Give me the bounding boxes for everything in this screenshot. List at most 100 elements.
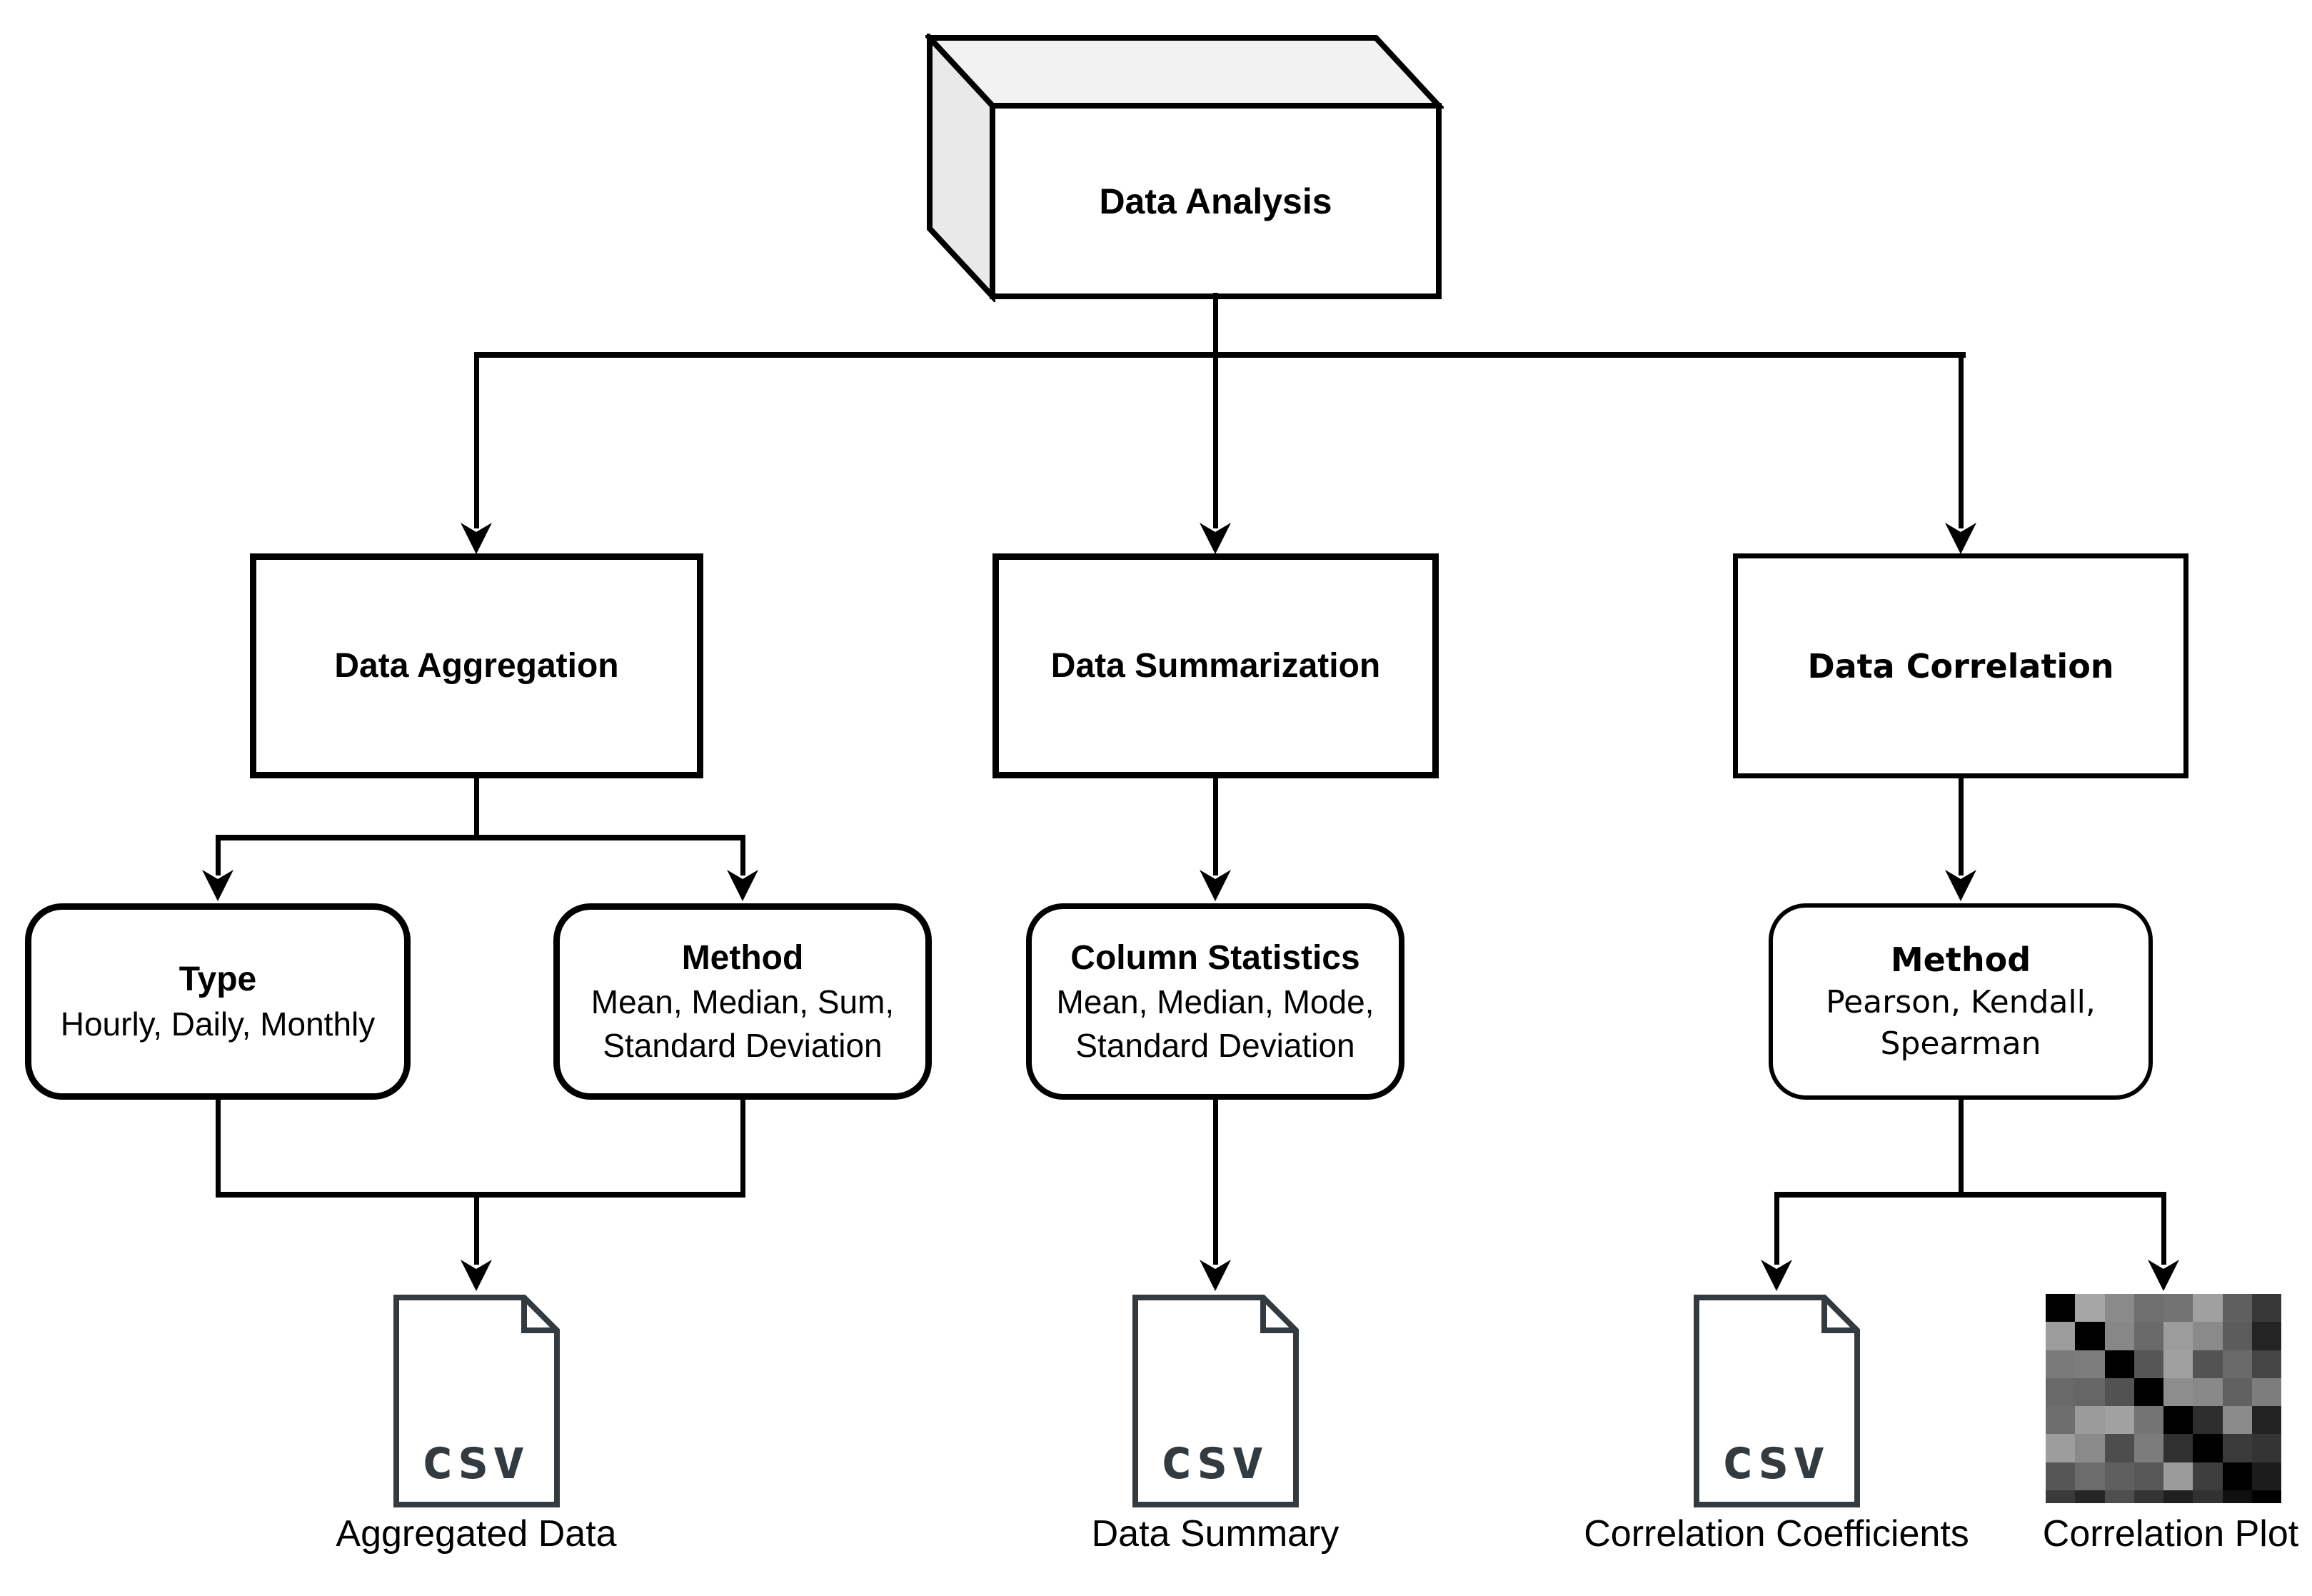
heatmap-cell — [2075, 1350, 2105, 1378]
node-data-aggregation: Data Aggregation — [250, 553, 703, 778]
heatmap-cell — [2251, 1377, 2281, 1407]
heatmap-cell — [2133, 1322, 2163, 1350]
heatmap-row — [2046, 1322, 2281, 1350]
connector-line — [216, 835, 221, 875]
heatmap-cell — [2251, 1350, 2281, 1378]
node-line: Spearman — [1880, 1025, 2041, 1062]
heatmap-cell — [2193, 1406, 2223, 1435]
heatmap-cell — [2133, 1490, 2163, 1503]
output-label-correlation-coefficients: Correlation Coefficients — [1584, 1513, 1969, 1555]
heatmap-row — [2046, 1294, 2281, 1323]
csv-icon-text: csv — [1721, 1427, 1828, 1492]
connector-line — [1959, 352, 1964, 528]
connector-line — [474, 1192, 479, 1265]
node-title: Column Statistics — [1070, 939, 1360, 978]
node-line: Pearson, Kendall, — [1826, 983, 2096, 1020]
heatmap-cell — [2193, 1322, 2223, 1350]
heatmap-cell — [2193, 1434, 2223, 1462]
node-line: Mean, Median, Sum, — [590, 983, 895, 1021]
heatmap-cell — [2046, 1490, 2076, 1503]
heatmap-cell — [2251, 1294, 2281, 1323]
heatmap-cell — [2075, 1322, 2105, 1350]
node-line: Standard Deviation — [1075, 1027, 1355, 1065]
heatmap-cell — [2193, 1377, 2223, 1407]
csv-icon-text: csv — [1160, 1427, 1267, 1492]
heatmap-cell — [2133, 1462, 2163, 1491]
arrowhead-icon — [461, 523, 492, 554]
heatmap-cell — [2104, 1377, 2134, 1407]
node-line: Standard Deviation — [603, 1027, 883, 1065]
node-aggregation-method: Method Mean, Median, Sum, Standard Devia… — [553, 903, 932, 1100]
heatmap-cell — [2075, 1434, 2105, 1462]
heatmap-cell — [2163, 1294, 2193, 1323]
heatmap-cell — [2046, 1322, 2076, 1350]
heatmap-row — [2046, 1462, 2281, 1491]
node-column-statistics: Column Statistics Mean, Median, Mode, St… — [1026, 903, 1404, 1100]
connector-line — [740, 835, 745, 875]
heatmap-cell — [2046, 1377, 2076, 1407]
heatmap-cell — [2075, 1406, 2105, 1435]
heatmap-cell — [2193, 1462, 2223, 1491]
heatmap-cell — [2163, 1377, 2193, 1407]
heatmap-row — [2046, 1377, 2281, 1407]
output-label-correlation-plot: Correlation Plot — [2042, 1513, 2299, 1555]
heatmap-cell — [2251, 1490, 2281, 1503]
csv-file-icon: csv — [1694, 1295, 1860, 1507]
arrowhead-icon — [1200, 870, 1231, 901]
root-box-top-face — [925, 35, 1444, 109]
connector-line — [1774, 1192, 2166, 1198]
heatmap-cell — [2104, 1322, 2134, 1350]
arrowhead-icon — [1945, 523, 1976, 554]
heatmap-cell — [2075, 1294, 2105, 1323]
heatmap-cell — [2222, 1490, 2252, 1503]
heatmap-cell — [2163, 1406, 2193, 1435]
heatmap-cell — [2104, 1434, 2134, 1462]
connector-line — [1959, 776, 1964, 875]
heatmap-row — [2046, 1406, 2281, 1435]
arrowhead-icon — [2148, 1260, 2179, 1291]
heatmap-cell — [2075, 1490, 2105, 1503]
connector-line — [216, 1192, 745, 1198]
heatmap-cell — [2133, 1434, 2163, 1462]
arrowhead-icon — [1945, 870, 1976, 901]
root-node-label: Data Analysis — [1099, 181, 1332, 221]
heatmap-cell — [2075, 1462, 2105, 1491]
arrowhead-icon — [1200, 1260, 1231, 1291]
connector-line — [740, 1098, 745, 1198]
heatmap-cell — [2163, 1350, 2193, 1378]
heatmap-cell — [2193, 1350, 2223, 1378]
arrowhead-icon — [1200, 523, 1231, 554]
heatmap-cell — [2222, 1322, 2252, 1350]
csv-icon-text: csv — [421, 1427, 528, 1492]
node-line: Mean, Median, Mode, — [1056, 983, 1374, 1021]
connector-line — [1774, 1192, 1779, 1265]
connector-line — [216, 1098, 221, 1198]
connector-line — [1213, 1098, 1218, 1265]
root-3d-box — [925, 34, 1444, 302]
connector-line — [474, 352, 1966, 358]
heatmap-cell — [2251, 1322, 2281, 1350]
heatmap-cell — [2133, 1406, 2163, 1435]
node-title: Method — [1890, 940, 2031, 980]
heatmap-cell — [2046, 1350, 2076, 1378]
heatmap-cell — [2251, 1434, 2281, 1462]
connector-line — [216, 835, 745, 840]
heatmap-cell — [2133, 1294, 2163, 1323]
heatmap-cell — [2222, 1406, 2252, 1435]
heatmap-cell — [2163, 1462, 2193, 1491]
heatmap-cell — [2046, 1406, 2076, 1435]
heatmap-cell — [2222, 1462, 2252, 1491]
heatmap-cell — [2046, 1294, 2076, 1323]
heatmap-cell — [2104, 1350, 2134, 1378]
heatmap-cell — [2222, 1434, 2252, 1462]
output-label-data-summary: Data Summary — [1091, 1513, 1340, 1555]
connector-line — [1959, 1098, 1964, 1198]
heatmap-row — [2046, 1434, 2281, 1462]
heatmap-cell — [2046, 1462, 2076, 1491]
heatmap-cell — [2163, 1434, 2193, 1462]
node-line: Hourly, Daily, Monthly — [60, 1005, 376, 1043]
heatmap-cell — [2251, 1406, 2281, 1435]
root-box-front-face — [990, 103, 1442, 299]
node-data-summarization: Data Summarization — [992, 553, 1439, 778]
heatmap-cell — [2075, 1377, 2105, 1407]
